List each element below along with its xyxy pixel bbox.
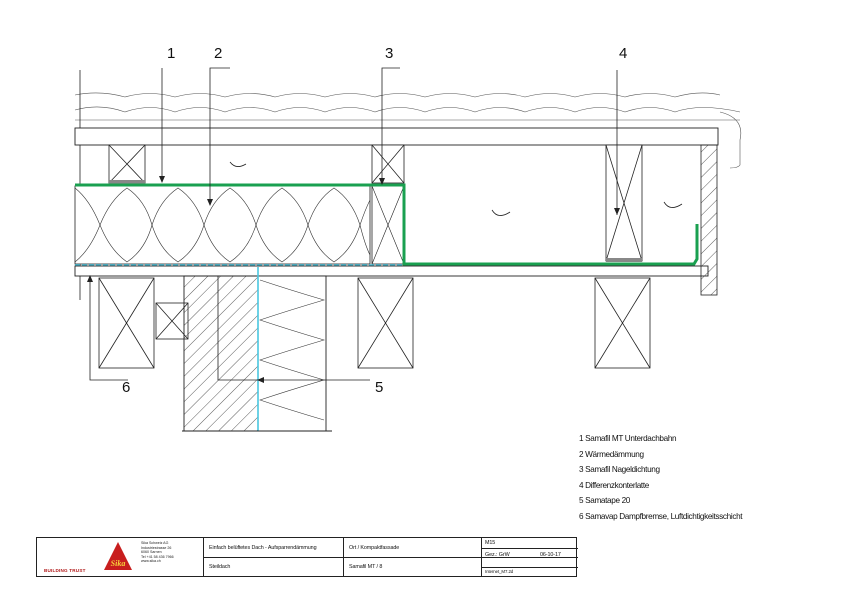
tb-hline [203, 557, 578, 558]
drawing-description: Einfach belüftetes Dach - Aufsparrendämm… [209, 545, 317, 551]
sheet-number: M15 [485, 540, 496, 546]
membrane-1 [75, 183, 699, 266]
drawn-by: Gez.: GrW [485, 552, 510, 558]
file-name: Internet_M7.2d [485, 569, 514, 574]
counter-batten-board [74, 127, 719, 146]
boarding [74, 265, 709, 277]
title-block: BUILDING TRUST Sika Sika Schweiz AG Indu… [36, 537, 578, 577]
nail-seal-strip [109, 180, 145, 184]
insulation-pattern [74, 187, 371, 263]
brand-tagline: BUILDING TRUST [44, 568, 86, 573]
airflow-arrows [229, 161, 683, 216]
tb-hline-3 [481, 567, 578, 568]
lower-rafters [98, 277, 651, 369]
roof-tiles [74, 92, 742, 169]
legend: 1 Samafil MT Unterdachbahn 2 Wärmedämmun… [579, 431, 743, 525]
leader-arrowheads [87, 176, 620, 383]
legend-item-1: 1 Samafil MT Unterdachbahn [579, 434, 677, 443]
battens [108, 144, 643, 262]
fascia [700, 144, 718, 296]
logo-text: Sika [111, 559, 126, 568]
sika-logo-icon: Sika [104, 542, 132, 570]
product-reference: Samafil MT / 8 [349, 564, 383, 570]
company-address: Sika Schweiz AG Industriestrasse 26 6060… [141, 541, 174, 564]
callout-2: 2 [214, 45, 222, 62]
nail-seal-strip-2 [606, 258, 642, 262]
thermal-insulation [74, 185, 371, 265]
tb-hline-2 [481, 548, 578, 549]
legend-item-3: 3 Samafil Nageldichtung [579, 465, 660, 475]
wall-insulation [257, 275, 327, 432]
legend-item-2: 2 Wärmedämmung [579, 449, 644, 459]
drawing-date: 06-10-17 [540, 552, 561, 558]
callout-4: 4 [619, 45, 627, 62]
legend-item-4: 4 Differenzkonterlatte [579, 480, 649, 490]
wall-masonry [183, 275, 259, 432]
callout-1: 1 [167, 45, 175, 62]
callout-3: 3 [385, 45, 393, 62]
wall-insulation-pattern [259, 279, 326, 421]
legend-item-6: 6 Samavap Dampfbremse, Luftdichtigkeitss… [579, 511, 743, 521]
legend-item-5: 5 Samatape 20 [579, 496, 630, 506]
rafter-end-cross [371, 185, 405, 265]
drawing-category: Ort / Kompaktfassade [349, 545, 400, 551]
roof-type: Steildach [209, 564, 231, 570]
callout-5: 5 [375, 379, 383, 396]
leader-lines [89, 67, 618, 381]
callout-6: 6 [122, 379, 130, 396]
